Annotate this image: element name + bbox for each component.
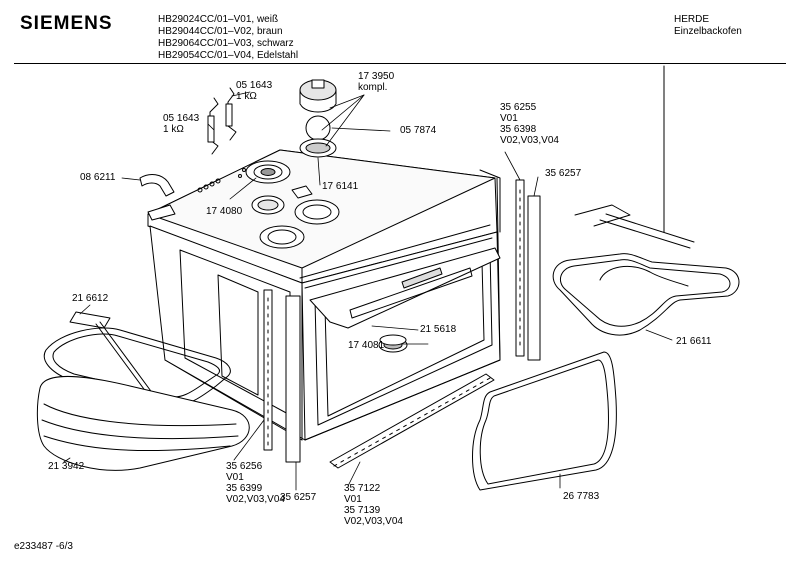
- part-label-357122: 35 7122 V01 35 7139 V02,V03,V04: [344, 483, 403, 527]
- part-label-216612: 21 6612: [72, 293, 109, 304]
- category-block: HERDE Einzelbackofen: [674, 14, 774, 38]
- model-line: HB29044CC/01–V02, braun: [158, 26, 283, 37]
- bottom-strip-357122: [329, 373, 495, 469]
- part-label-215618: 21 5618: [420, 324, 457, 335]
- insulation-mat-213942: [36, 376, 250, 471]
- part-label-173950: 17 3950 kompl.: [358, 71, 395, 93]
- part-label-213942: 21 3942: [48, 461, 85, 472]
- header-divider: [14, 63, 786, 64]
- model-line: HB29064CC/01–V03, schwarz: [158, 38, 294, 49]
- part-label-051643-left: 05 1643 1 kΩ: [163, 113, 200, 135]
- leader-lines: [63, 91, 673, 491]
- part-label-356256: 35 6256 V01 35 6399 V02,V03,V04: [226, 461, 285, 505]
- part-label-174081: 17 4081: [348, 340, 385, 351]
- front-rail-356256: [263, 289, 301, 463]
- model-line: HB29054CC/01–V04, Edelstahl: [158, 50, 299, 61]
- part-label-086211: 08 6211: [80, 172, 116, 183]
- model-line: HB29024CC/01–V01, weiß: [158, 14, 279, 25]
- drawing-id: e233487 -6/3: [14, 541, 73, 552]
- part-label-051643-top: 05 1643 1 kΩ: [236, 80, 273, 102]
- part-label-057874: 05 7874: [400, 125, 437, 136]
- part-label-356257-bottom: 35 6257: [280, 492, 317, 503]
- side-rail-356255: [515, 179, 541, 361]
- brand-logo: SIEMENS: [20, 13, 113, 34]
- hose-086211: [139, 174, 175, 197]
- top-heater-216611: [552, 204, 740, 336]
- part-label-267783: 26 7783: [563, 491, 600, 502]
- part-label-356257-right: 35 6257: [545, 168, 582, 179]
- part-label-176141: 17 6141: [322, 181, 359, 192]
- category-title: HERDE: [674, 14, 710, 25]
- category-subtitle: Einzelbackofen: [674, 26, 742, 37]
- oven-lamp-174081: [378, 334, 408, 353]
- door-seal-267783: [472, 351, 617, 491]
- part-label-174080: 17 4080: [206, 206, 243, 217]
- part-label-356255: 35 6255 V01 35 6398 V02,V03,V04: [500, 102, 559, 146]
- model-list: HB29024CC/01–V01, weiß HB29044CC/01–V02,…: [158, 14, 298, 62]
- part-label-216611: 21 6611: [676, 336, 712, 347]
- resistors-051643: [207, 87, 237, 155]
- thermostat-assembly-173950: [299, 79, 337, 158]
- bottom-heater-216612: [43, 311, 231, 406]
